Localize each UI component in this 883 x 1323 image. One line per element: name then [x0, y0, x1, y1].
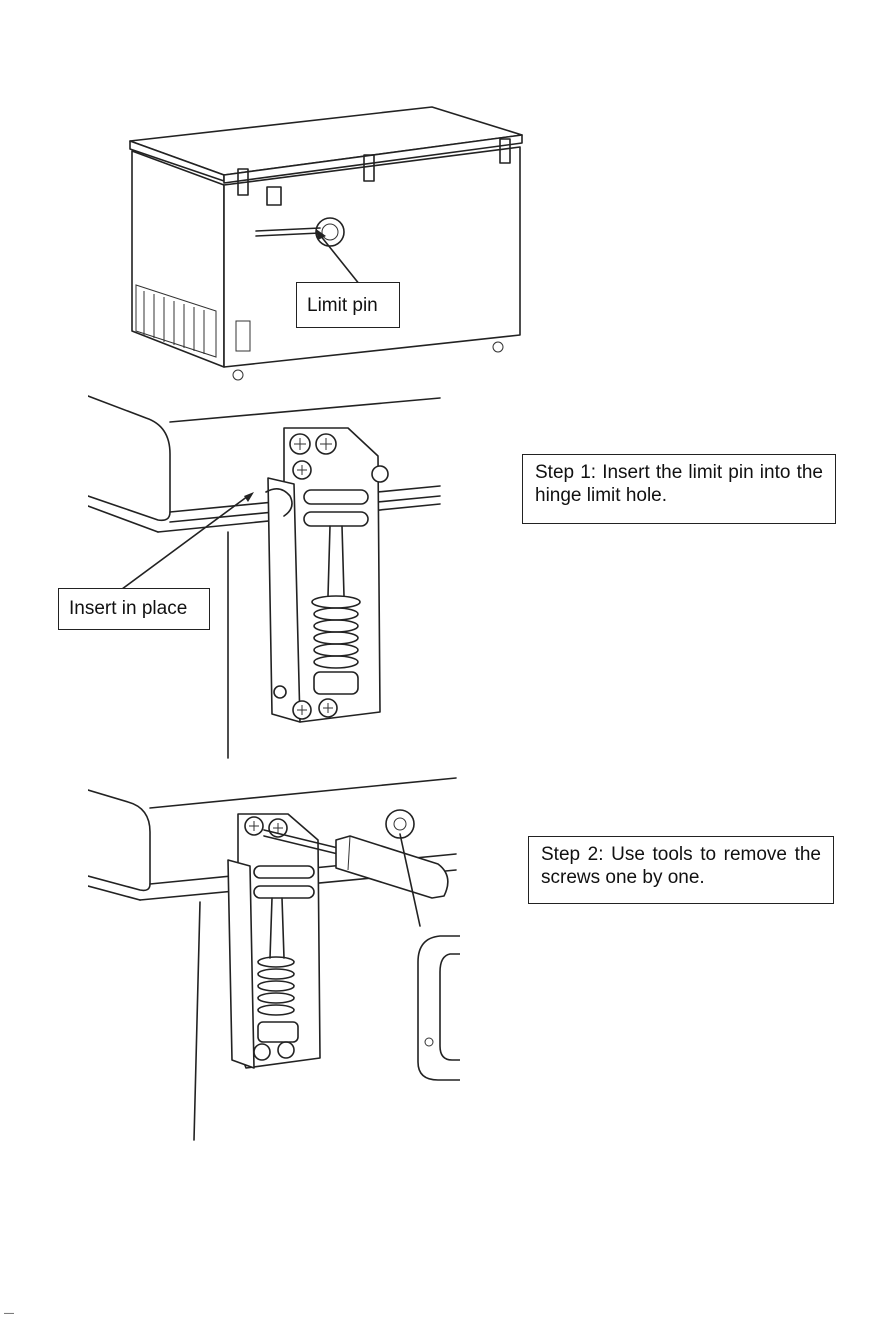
- freezer-illustration: [120, 95, 540, 385]
- insert-in-place-callout: Insert in place: [58, 588, 210, 630]
- step-1-instruction: Step 1: Insert the limit pin into the hi…: [522, 454, 836, 524]
- step-2-instruction: Step 2: Use tools to remove the screws o…: [528, 836, 834, 904]
- hinge-insert-illustration: [88, 392, 443, 762]
- hinge-insert-drawing: [88, 392, 443, 762]
- freezer-drawing: [120, 95, 540, 385]
- screw-removal-drawing: [88, 776, 460, 1144]
- screw-removal-illustration: [88, 776, 460, 1144]
- limit-pin-callout: Limit pin: [296, 282, 400, 328]
- page-footer-mark: —: [4, 1308, 14, 1320]
